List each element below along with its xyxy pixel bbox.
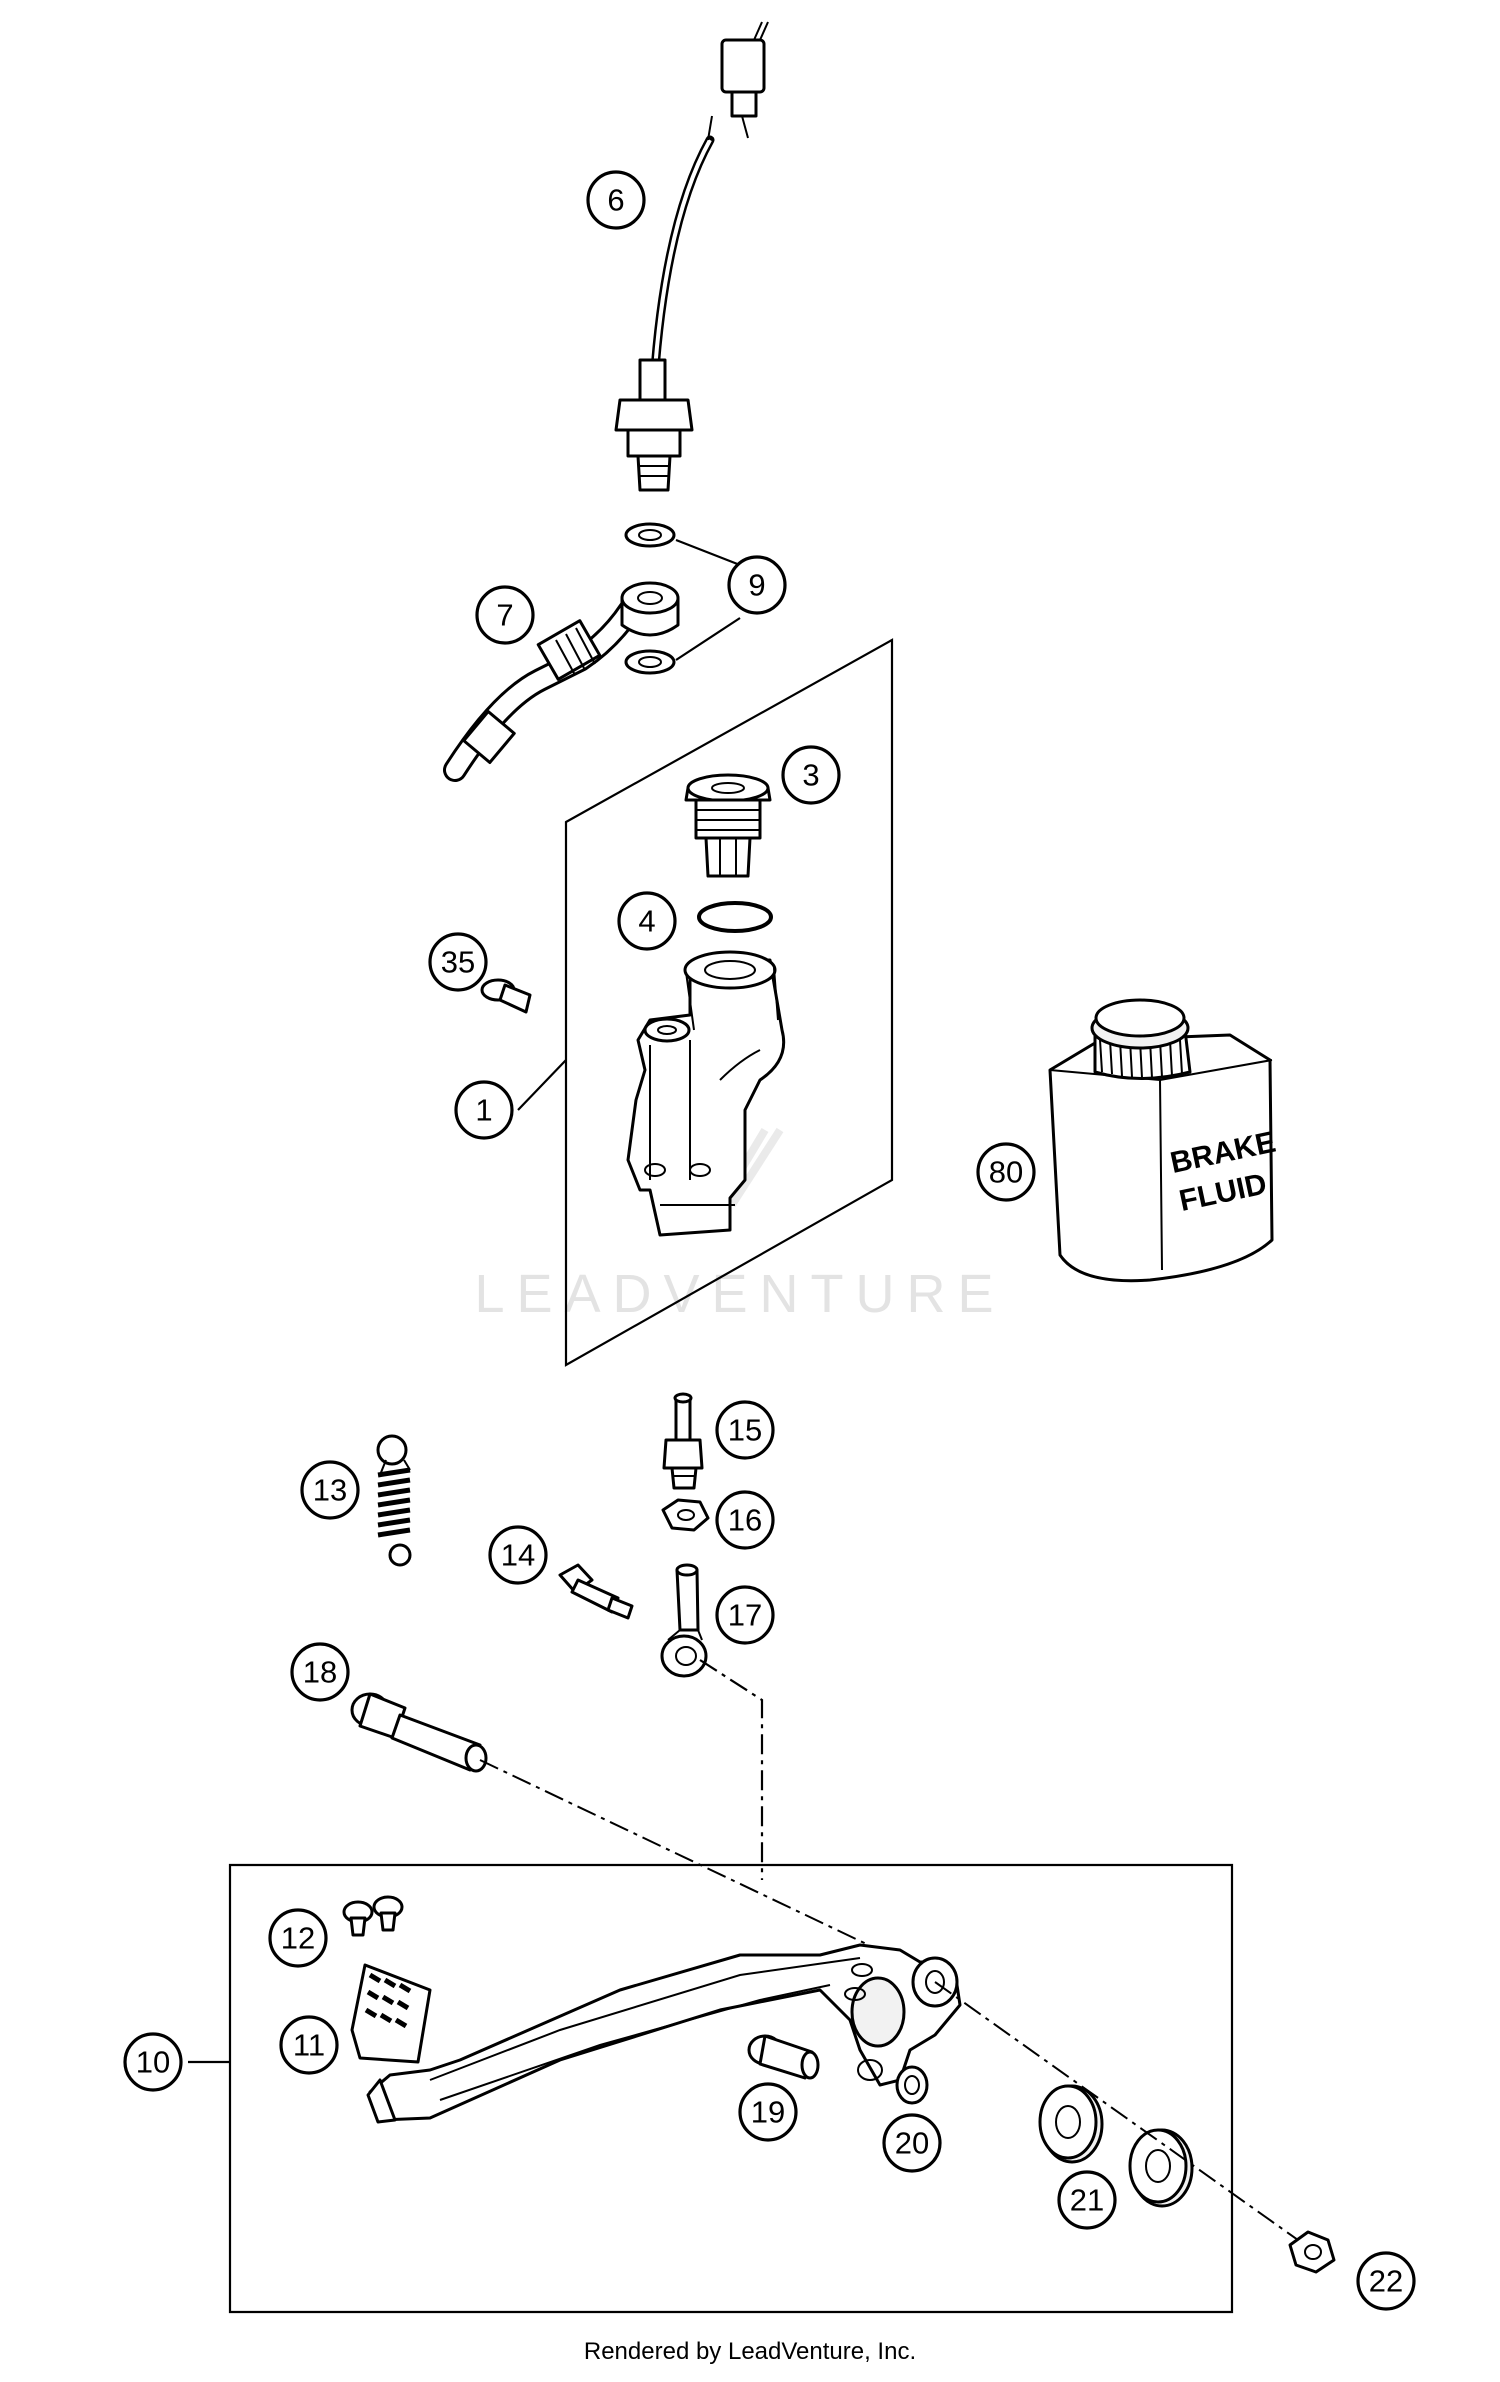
svg-text:4: 4 — [638, 904, 655, 939]
footer-credit: Rendered by LeadVenture, Inc. — [583, 2338, 917, 2365]
axis-line-pivot — [934, 1981, 1306, 2246]
collar-screw[interactable] — [480, 978, 532, 1014]
hex-nut-small[interactable] — [661, 1498, 710, 1532]
bushing[interactable] — [895, 2065, 929, 2105]
callout-12[interactable]: 12 — [268, 1908, 328, 1968]
brake-light-switch-cable[interactable] — [614, 21, 769, 492]
brake-pedal[interactable] — [366, 1943, 962, 2124]
svg-text:14: 14 — [501, 1538, 535, 1573]
svg-text:6: 6 — [607, 183, 624, 218]
pedal-pin[interactable] — [747, 2034, 820, 2080]
brake-line[interactable] — [443, 581, 680, 782]
assembly-frame-1 — [564, 638, 894, 1367]
callout-7[interactable]: 7 — [475, 585, 535, 645]
brake-fluid-container[interactable]: BRAKE FLUID — [1048, 998, 1279, 1283]
seal-ring-top[interactable] — [624, 522, 676, 548]
svg-text:17: 17 — [728, 1598, 762, 1633]
watermark-text: LEADVENTURE — [474, 1264, 1005, 1324]
callout-13[interactable]: 13 — [300, 1460, 360, 1520]
svg-text:13: 13 — [313, 1473, 347, 1508]
svg-text:20: 20 — [895, 2126, 929, 2161]
callout-9[interactable]: 9 — [727, 555, 787, 615]
bearing-outer[interactable] — [1038, 2084, 1104, 2164]
svg-text:19: 19 — [751, 2095, 785, 2130]
svg-text:35: 35 — [441, 945, 475, 980]
svg-text:9: 9 — [748, 568, 765, 603]
callout-10[interactable]: 10 — [123, 2032, 183, 2092]
callout-21[interactable]: 21 — [1057, 2170, 1117, 2230]
svg-text:11: 11 — [293, 2028, 325, 2063]
reservoir-connection-fitting[interactable] — [684, 773, 772, 878]
callout-16[interactable]: 16 — [715, 1490, 775, 1550]
callout-22[interactable]: 22 — [1356, 2251, 1416, 2311]
brake-pedal-tip[interactable] — [350, 1963, 432, 2064]
rivet-pair[interactable] — [342, 1895, 404, 1937]
callout-14[interactable]: 14 — [488, 1525, 548, 1585]
svg-text:80: 80 — [989, 1155, 1023, 1190]
axis-line-18 — [479, 1759, 901, 1961]
callout-6[interactable]: 6 — [586, 170, 646, 230]
callout-17[interactable]: 17 — [715, 1585, 775, 1645]
callout-4[interactable]: 4 — [617, 891, 677, 951]
bleeder-screw[interactable] — [662, 1392, 704, 1490]
assembly-frame-10 — [228, 1863, 1234, 2314]
hex-nut-pivot[interactable] — [1288, 2230, 1336, 2274]
svg-text:21: 21 — [1070, 2183, 1104, 2218]
pedal-pivot-bolt[interactable] — [350, 1692, 488, 1773]
svg-text:12: 12 — [281, 1921, 315, 1956]
o-ring[interactable] — [697, 901, 773, 933]
bearing-inner[interactable] — [1128, 2128, 1194, 2208]
callout-18[interactable]: 18 — [290, 1642, 350, 1702]
callout-19[interactable]: 19 — [738, 2082, 798, 2142]
callout-1[interactable]: 1 — [454, 1080, 514, 1140]
callout-20[interactable]: 20 — [882, 2113, 942, 2173]
svg-text:18: 18 — [303, 1655, 337, 1690]
master-cylinder[interactable] — [626, 950, 786, 1237]
leader-9 — [675, 538, 741, 661]
callout-11[interactable]: 11 — [279, 2015, 339, 2075]
return-spring[interactable] — [376, 1434, 412, 1567]
svg-text:7: 7 — [496, 598, 513, 633]
svg-text:3: 3 — [802, 758, 819, 793]
callout-3[interactable]: 3 — [781, 745, 841, 805]
banjo-bolt[interactable] — [558, 1563, 634, 1620]
callout-15[interactable]: 15 — [715, 1400, 775, 1460]
leader-17-dashed — [699, 1659, 764, 1880]
svg-text:15: 15 — [728, 1413, 762, 1448]
svg-text:22: 22 — [1369, 2264, 1403, 2299]
svg-text:1: 1 — [475, 1093, 492, 1128]
seal-ring-bottom[interactable] — [624, 649, 676, 675]
callout-80[interactable]: 80 — [976, 1142, 1036, 1202]
callout-35[interactable]: 35 — [428, 932, 488, 992]
svg-text:10: 10 — [136, 2045, 170, 2080]
leader-1 — [517, 1059, 567, 1111]
banjo-fitting[interactable] — [660, 1563, 708, 1678]
svg-text:16: 16 — [728, 1503, 762, 1538]
